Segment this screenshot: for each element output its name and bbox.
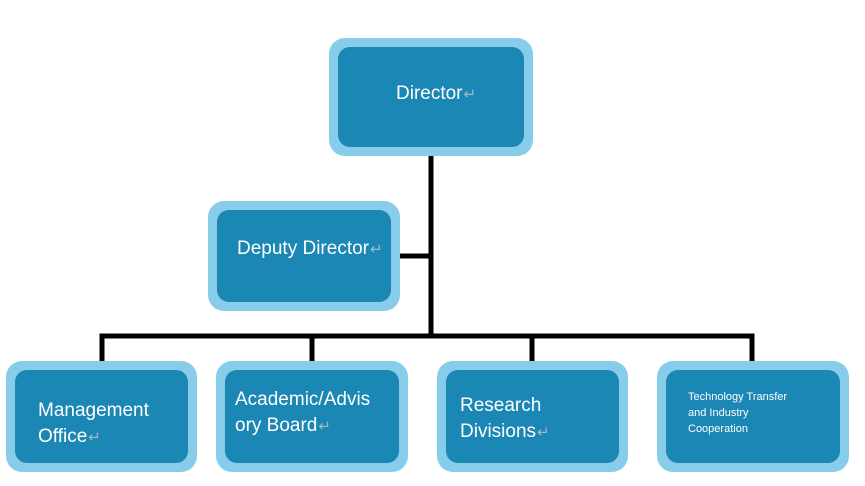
technology-transfer-node-body: Technology Transfer and Industry Coopera… (666, 370, 840, 463)
academic-advisory-board-node[interactable]: Academic/Advis ory Board↵ (216, 361, 408, 472)
director-node-body: Director↵ (338, 47, 524, 147)
paragraph-mark-icon: ↵ (370, 241, 383, 258)
paragraph-mark-icon: ↵ (463, 86, 477, 103)
research-divisions-node-body: Research Divisions↵ (446, 370, 619, 463)
technology-transfer-label: Technology Transfer and Industry Coopera… (688, 391, 788, 435)
academic-advisory-board-node-body: Academic/Advis ory Board↵ (225, 370, 399, 463)
paragraph-mark-icon: ↵ (537, 424, 550, 441)
management-office-node-body: Management Office↵ (15, 370, 188, 463)
deputy-director-label: Deputy Director↵ (237, 238, 383, 259)
deputy-director-node-body: Deputy Director↵ (217, 210, 391, 302)
technology-transfer-node[interactable]: Technology Transfer and Industry Coopera… (657, 361, 849, 472)
deputy-director-node[interactable]: Deputy Director↵ (208, 201, 400, 311)
management-office-node[interactable]: Management Office↵ (6, 361, 197, 472)
academic-advisory-board-label: Academic/Advis ory Board↵ (235, 389, 371, 436)
director-node[interactable]: Director↵ (329, 38, 533, 156)
paragraph-mark-icon: ↵ (318, 418, 331, 435)
research-divisions-node[interactable]: Research Divisions↵ (437, 361, 628, 472)
paragraph-mark-icon: ↵ (88, 429, 101, 446)
research-divisions-label: Research Divisions↵ (460, 395, 550, 442)
management-office-label: Management Office↵ (38, 400, 149, 447)
director-label: Director↵ (396, 83, 477, 104)
